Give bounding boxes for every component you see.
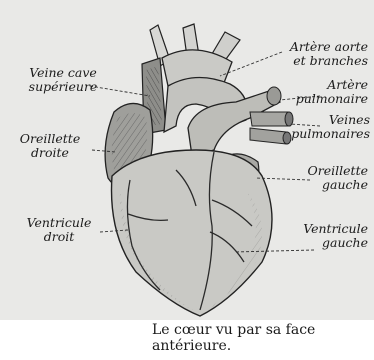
ventricles	[112, 150, 273, 316]
caption-line-2: antérieure.	[152, 338, 231, 354]
caption-line-1: Le cœur vu par sa face	[152, 322, 315, 338]
label-right-ventricle: Ventricule droit	[18, 216, 100, 244]
label-right-atrium: Oreillette droite	[10, 132, 90, 160]
label-superior-vena-cava: Veine cave supérieure	[22, 66, 104, 94]
label-left-atrium: Oreillette gauche	[288, 164, 368, 192]
label-left-ventricle: Ventricule gauche	[288, 222, 368, 250]
label-pulmonary-artery: Artère pulmonaire	[278, 78, 368, 106]
figure-caption: Le cœur vu par sa face antérieure.	[0, 320, 374, 360]
label-aorta: Artère aorte et branches	[270, 40, 368, 68]
label-pulmonary-veins: Veines pulmonaires	[270, 113, 370, 141]
